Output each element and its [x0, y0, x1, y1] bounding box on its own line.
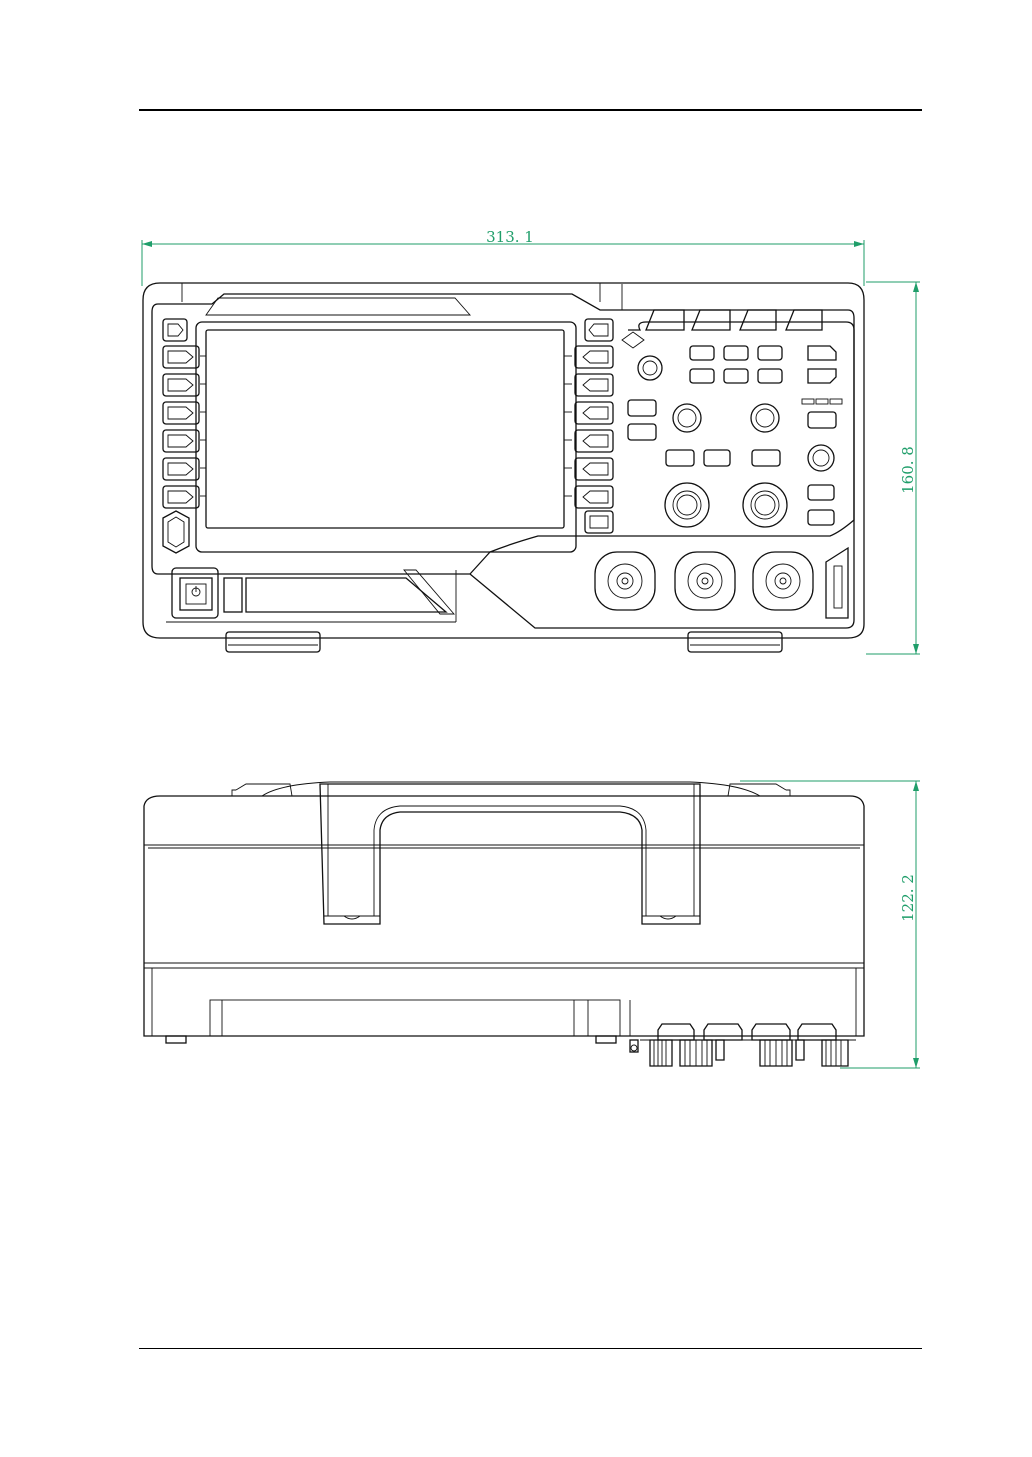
- front-connectors: [630, 1024, 856, 1066]
- front-height-label: 160. 8: [899, 446, 917, 494]
- power-area: [166, 568, 456, 622]
- front-width-dimension: 313. 1: [142, 228, 864, 286]
- front-view: 313. 1 160. 8: [142, 228, 920, 654]
- front-width-label: 313. 1: [486, 228, 534, 246]
- top-depth-label: 122. 2: [899, 874, 917, 922]
- top-depth-dimension: 122. 2: [740, 781, 920, 1068]
- top-keys: [646, 310, 822, 330]
- right-softkeys: [575, 319, 613, 533]
- left-softkeys: [163, 319, 199, 553]
- front-height-dimension: 160. 8: [866, 282, 920, 654]
- bnc-connectors: [595, 552, 813, 610]
- top-view: 122. 2: [144, 781, 920, 1068]
- function-keys: [628, 346, 842, 525]
- carry-handle: [320, 784, 700, 924]
